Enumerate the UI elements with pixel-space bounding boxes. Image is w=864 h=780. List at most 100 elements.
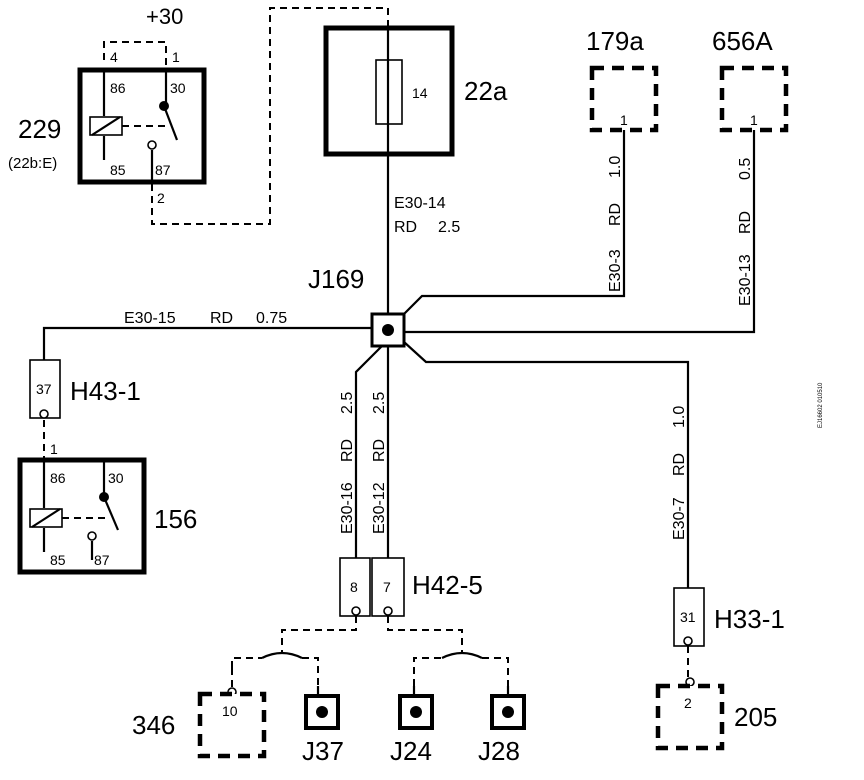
relay-156-pin-86: 86	[50, 470, 66, 486]
connector-h43-1-term-bottom	[39, 409, 49, 419]
relay-229-to-fuse-dashed-wire	[151, 7, 389, 225]
wire-e30-16-color: RD	[339, 439, 356, 462]
connector-h42-5-pin-b: 7	[383, 579, 391, 595]
connector-346-id: 346	[132, 710, 175, 740]
wire-e30-3	[399, 130, 626, 319]
junction-j24-box	[398, 694, 434, 730]
connector-h33-1-id: H33-1	[714, 604, 785, 634]
connector-h42-5-id: H42-5	[412, 570, 483, 600]
relay-229-pin-85: 85	[110, 162, 126, 178]
wire-e30-3-size: 1.0	[607, 156, 624, 178]
h42-5-pin-7-dashed-branch	[387, 616, 463, 652]
connector-656A: 656A 1	[712, 26, 789, 133]
wire-e30-7-size: 1.0	[671, 406, 688, 428]
wire-e30-15-color: RD	[210, 310, 233, 327]
connector-179a-pin: 1	[620, 112, 628, 128]
connector-346: 10 346	[132, 687, 267, 759]
junction-j37-label: J37	[302, 736, 344, 766]
connector-h43-1-housing	[29, 359, 61, 419]
wire-e30-16-size: 2.5	[339, 392, 356, 414]
connector-346-housing	[197, 691, 267, 759]
fuse-22a-id: 22a	[464, 76, 508, 106]
junction-j24-node	[410, 706, 422, 718]
relay-229-pin-87: 87	[155, 162, 171, 178]
connector-205: 2 205	[655, 677, 777, 751]
connector-205-pin: 2	[684, 695, 692, 711]
relay-156-pin-87: 87	[94, 552, 110, 568]
connector-h43-1-pin: 37	[36, 381, 52, 397]
relay-229-supply-dashed-wire	[103, 41, 167, 68]
relay-229-switch-blade	[162, 105, 179, 141]
splice-j169-id: J169	[308, 264, 364, 294]
wire-e30-3-color: RD	[607, 203, 624, 226]
connector-h42-5: 8 7 H42-5	[339, 557, 483, 617]
junction-j28-node	[502, 706, 514, 718]
wire-e30-14-code: E30-14	[394, 195, 446, 212]
wire-e30-13	[404, 130, 756, 334]
connector-656A-housing	[719, 65, 789, 133]
wire-e30-16-code: E30-16	[339, 482, 356, 534]
wire-e30-13-code: E30-13	[737, 254, 754, 306]
connector-h42-5-pin-a: 8	[350, 579, 358, 595]
wire-e30-7-code: E30-7	[671, 497, 688, 540]
connector-205-housing	[655, 683, 725, 751]
relay-156-id: 156	[154, 504, 197, 534]
connector-179a-housing	[589, 65, 659, 133]
wire-e30-16	[354, 345, 383, 558]
wire-e30-14-size: 2.5	[438, 219, 460, 236]
splice-j169: J169	[308, 264, 406, 348]
drawing-reference: EJ16602 010510	[818, 382, 824, 428]
relay-229-id: 229	[18, 114, 61, 144]
junction-j37: J37	[302, 694, 344, 766]
relay-156-pin-30: 30	[108, 470, 124, 486]
connector-346-pin: 10	[222, 703, 238, 719]
relay-156: 86 30 85 87 156	[17, 457, 197, 575]
splice-j169-node	[382, 324, 394, 336]
junction-j24-label: J24	[390, 736, 432, 766]
wire-e30-7	[403, 341, 690, 588]
relay-229: +30 4 1 86 30 85 87 2 229 (22b:E)	[8, 4, 207, 206]
wire-e30-15-code: E30-15	[124, 310, 176, 327]
relay-229-supply-label: +30	[146, 4, 183, 29]
wire-e30-12-color: RD	[371, 439, 388, 462]
connector-h43-1: 37 H43-1	[29, 359, 141, 419]
connector-205-id: 205	[734, 702, 777, 732]
connector-179a: 179a 1	[586, 26, 659, 133]
relay-229-coil-diagonal	[91, 116, 121, 136]
relay-229-ref: (22b:E)	[8, 155, 57, 172]
relay-156-coil-diagonal	[31, 508, 61, 528]
h42-5-pin-8-split-arc	[261, 651, 303, 659]
wire-e30-14-color: RD	[394, 219, 417, 236]
wire-e30-15-size: 0.75	[256, 310, 287, 327]
junction-j37-node	[316, 706, 328, 718]
fuse-22a-number: 14	[412, 85, 428, 101]
wire-e30-12-code: E30-12	[371, 482, 388, 534]
relay-156-switch-blade	[102, 496, 120, 531]
relay-229-pin-86: 86	[110, 80, 126, 96]
wire-e30-3-code: E30-3	[607, 249, 624, 292]
junction-j28-label: J28	[478, 736, 520, 766]
relay-156-pin-85: 85	[50, 552, 66, 568]
connector-656A-id: 656A	[712, 26, 773, 56]
wire-e30-13-color: RD	[737, 211, 754, 234]
connector-656A-pin: 1	[750, 112, 758, 128]
connector-h43-1-id: H43-1	[70, 376, 141, 406]
relay-156-contact-87	[87, 531, 97, 541]
connector-h33-1: 31 H33-1	[673, 587, 785, 647]
h42-5-pin-7-split-arc	[441, 651, 483, 659]
h42-5-pin-8-dashed-branch	[281, 616, 357, 652]
relay-229-contact-87	[147, 140, 157, 150]
wire-e30-13-size: 0.5	[737, 158, 754, 180]
relay-229-pin-30: 30	[170, 80, 186, 96]
relay-229-term-1: 1	[172, 49, 180, 65]
junction-j28: J28	[478, 694, 526, 766]
h42-5-pin-8-dashed-split	[231, 657, 319, 686]
relay-229-term-4: 4	[110, 49, 118, 65]
connector-h42-5-pin-a-term-bottom	[351, 606, 361, 616]
h42-5-pin-7-dashed-split	[413, 657, 509, 686]
wire-e30-12-size: 2.5	[371, 392, 388, 414]
connector-h42-5-pin-b-term-bottom	[383, 606, 393, 616]
junction-j24: J24	[390, 694, 434, 766]
wire-e30-15	[42, 326, 372, 362]
